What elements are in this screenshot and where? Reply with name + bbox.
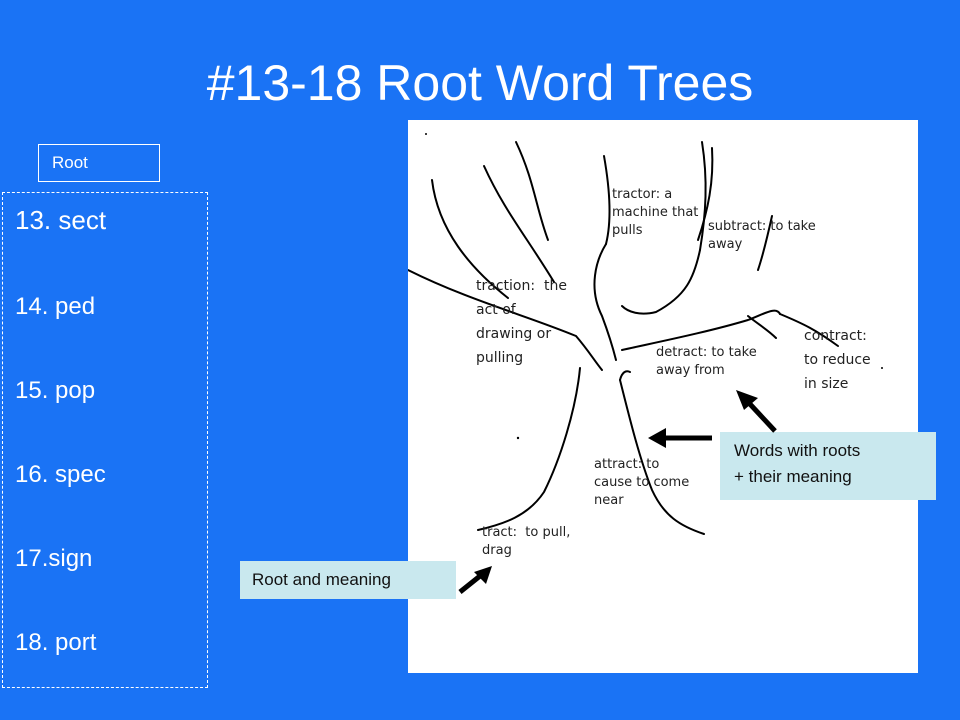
tree-label-attract: attract: to cause to come near <box>594 457 690 508</box>
trunk-right-lower <box>619 379 705 535</box>
branch-mid-upper <box>603 155 611 245</box>
tree-drawing <box>408 133 883 535</box>
ink-dot-right <box>881 367 883 369</box>
branch-right-loop <box>621 249 701 315</box>
branch-center-right <box>697 147 714 241</box>
branch-left-mid <box>483 165 555 283</box>
root-item-pop: 15. pop <box>15 377 96 404</box>
root-list: 13. sect 14. ped 15. pop 16. spec 17.sig… <box>2 192 208 688</box>
root-item-spec: 16. spec <box>15 461 106 488</box>
branch-right-twig <box>747 315 777 339</box>
branch-upper-left-curve <box>593 243 617 361</box>
branch-right-lower <box>621 309 781 351</box>
tree-label-tractor: tractor: a machine that pulls <box>612 187 699 238</box>
branch-far-left <box>431 179 509 299</box>
tree-label-subtract: subtract: to take away <box>708 219 816 252</box>
trunk-right-hook <box>619 370 631 381</box>
root-item-sign: 17.sign <box>15 545 93 572</box>
root-column-label: Root <box>38 144 160 182</box>
tree-label-contract: contract: to reduce in size <box>804 328 871 392</box>
branch-far-right <box>779 313 839 347</box>
branch-mid-right-top <box>757 215 773 271</box>
tree-label-traction: traction: the act of drawing or pulling <box>476 278 567 366</box>
root-tree-diagram: tractor: a machine that pulls subtract: … <box>408 120 918 673</box>
tree-label-tract: tract: to pull, drag <box>482 525 571 558</box>
callout-words-with-roots: Words with roots + their meaning <box>720 432 936 500</box>
root-item-sect: 13. sect <box>15 205 107 235</box>
tree-label-detract: detract: to take away from <box>656 345 757 378</box>
branch-left-upper <box>515 141 549 241</box>
root-item-ped: 14. ped <box>15 293 96 320</box>
trunk-left-side <box>408 269 603 371</box>
ink-dot-middle <box>516 436 520 440</box>
ink-dot-top <box>425 133 427 135</box>
slide-title: #13-18 Root Word Trees <box>206 55 754 111</box>
root-item-port: 18. port <box>15 629 97 656</box>
trunk-left-lower <box>477 367 581 531</box>
branch-center-top <box>699 141 707 251</box>
callout-root-and-meaning: Root and meaning <box>240 561 456 599</box>
